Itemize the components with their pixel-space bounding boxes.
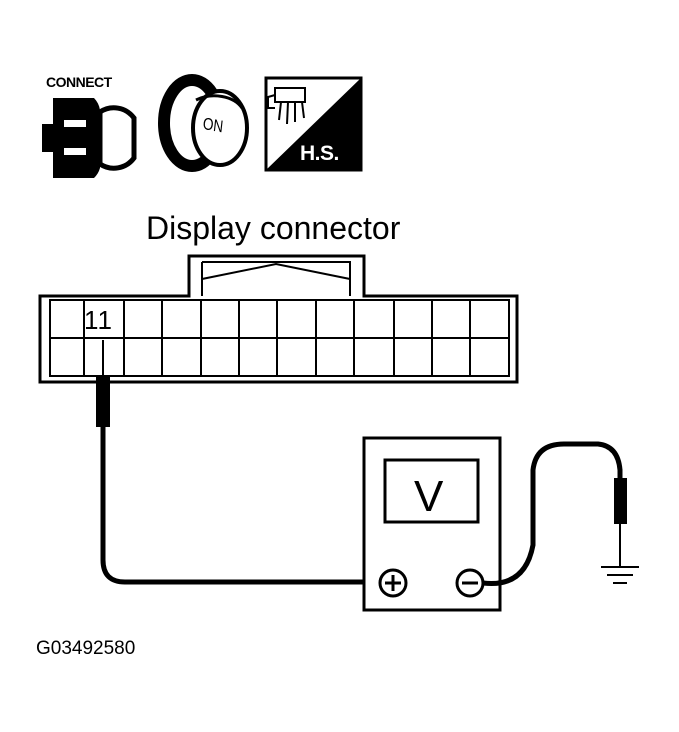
connect-icon xyxy=(42,98,137,178)
voltmeter-symbol: V xyxy=(414,472,444,521)
hs-harness-icon xyxy=(264,76,363,172)
voltmeter-display xyxy=(383,458,480,524)
connector-title: Display connector xyxy=(146,210,401,246)
connector-pin-grid xyxy=(49,299,510,377)
pin-number-label: 11 xyxy=(84,305,113,335)
connect-label: CONNECT xyxy=(46,74,112,90)
ground-symbol xyxy=(601,566,639,584)
ignition-on-icon xyxy=(158,74,249,172)
connector-latch xyxy=(201,261,351,296)
harness-connector-glyph xyxy=(267,87,306,125)
positive-probe xyxy=(96,340,378,585)
negative-probe xyxy=(482,441,627,587)
voltmeter xyxy=(362,436,502,612)
figure-id: G03492580 xyxy=(36,638,136,659)
hs-label: H.S. xyxy=(300,142,339,165)
ignition-on-label: ON xyxy=(201,114,225,137)
display-connector xyxy=(38,254,519,384)
connector-housing xyxy=(38,254,519,384)
